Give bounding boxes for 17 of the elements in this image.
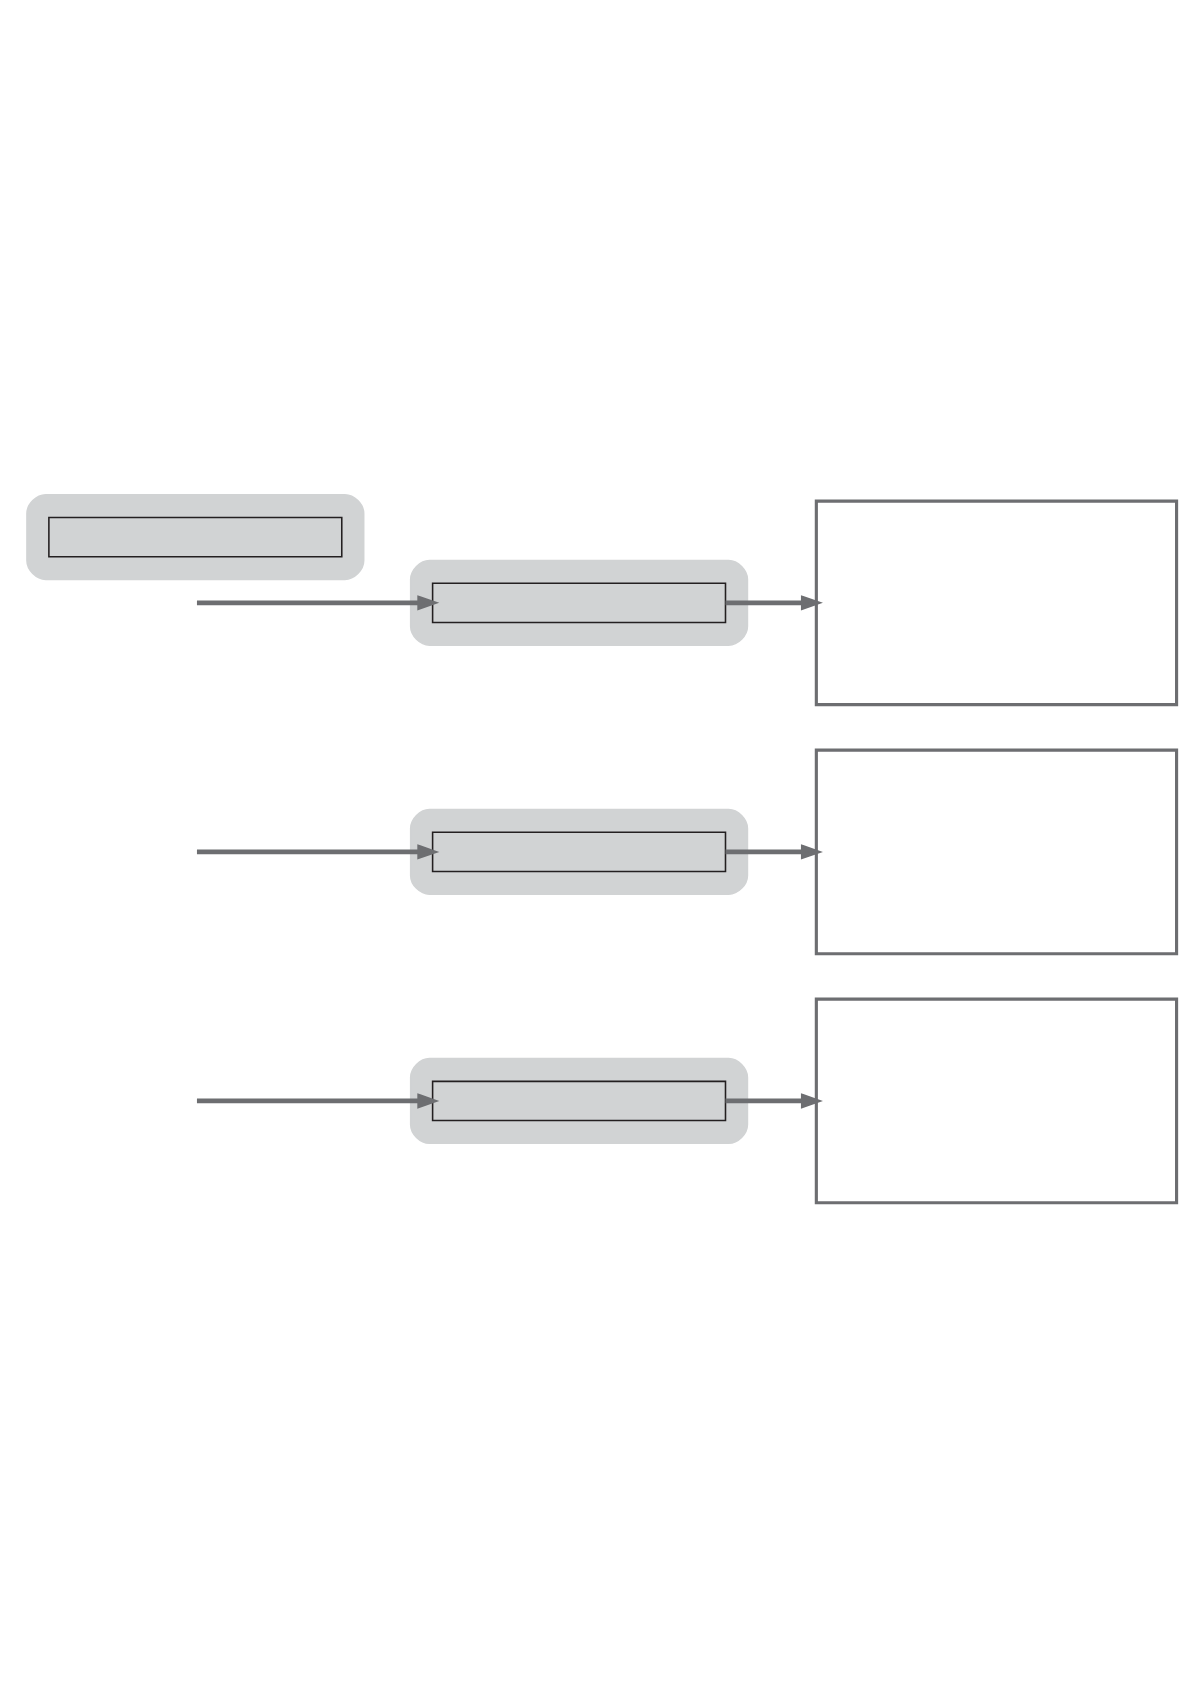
arrow [725, 844, 823, 860]
node-box [814, 748, 1179, 956]
cluster [409, 1057, 749, 1144]
arrow [725, 595, 823, 611]
arrow [196, 844, 440, 860]
node-box [814, 499, 1179, 707]
node-box [431, 831, 727, 873]
node-box [814, 997, 1179, 1205]
node-box [431, 582, 727, 624]
arrow [196, 595, 440, 611]
arrow [725, 1093, 823, 1109]
cluster [26, 494, 365, 581]
node-box [48, 516, 343, 558]
node-box [431, 1080, 727, 1122]
cluster [409, 559, 749, 646]
cluster [409, 808, 749, 895]
arrow [196, 1093, 440, 1109]
